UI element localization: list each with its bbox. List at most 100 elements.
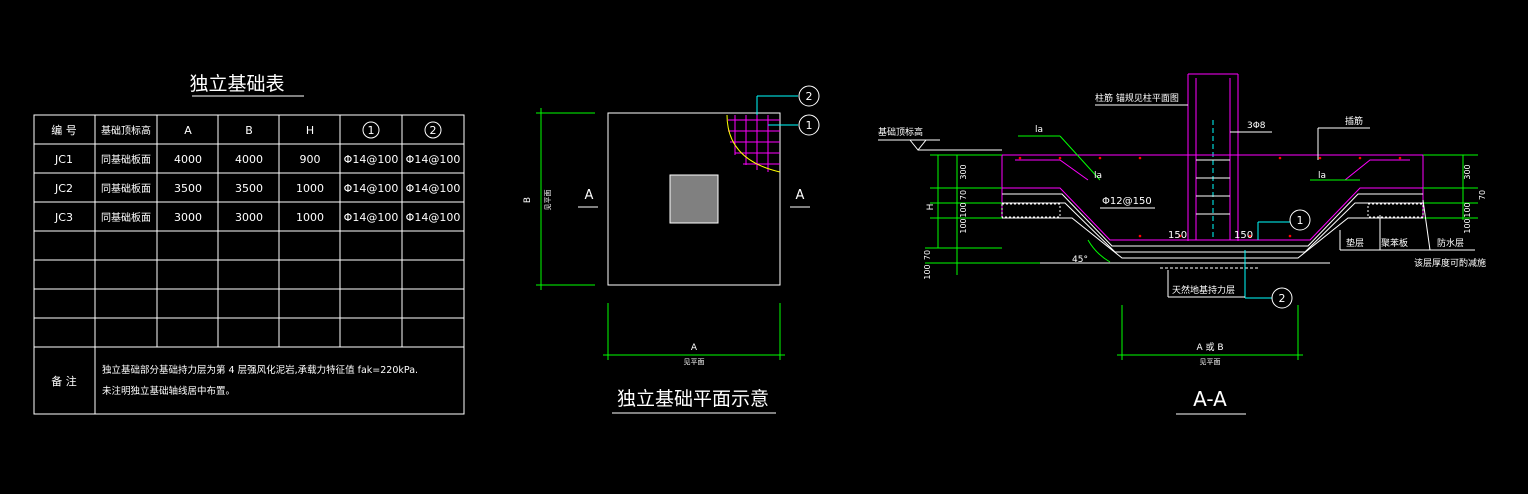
table-cell: 4000 xyxy=(174,153,202,166)
section-callout-1-circle xyxy=(1289,209,1311,231)
table-cell: JC2 xyxy=(54,182,73,195)
plan-dim-left xyxy=(536,108,595,290)
dim-150-a: 150 xyxy=(1168,230,1187,241)
table-title: 独立基础表 xyxy=(189,73,284,95)
section-view: 300 70 100 100 100 70 H 基础顶标高 300 70 100… xyxy=(878,73,1487,415)
plan-dim-bottom-label: A xyxy=(691,343,698,353)
table-cell: Φ14@100 xyxy=(344,211,399,224)
left-dim: 100 xyxy=(923,264,932,279)
section-slab xyxy=(1001,154,1424,241)
bearing-label: 天然地基持力层 xyxy=(1172,284,1235,296)
remark-label: 备 注 xyxy=(51,374,77,388)
plan-title: 独立基础平面示意 xyxy=(617,388,769,410)
section-left-dim-text: 300 70 100 100 100 70 xyxy=(923,164,968,279)
header-cell: 编 号 xyxy=(51,123,77,137)
section-mark-right: A xyxy=(796,188,805,203)
plan-dim-left-sub: 见平面 xyxy=(544,190,552,211)
left-dim: 70 xyxy=(959,190,968,200)
section-right-dim-text: 300 70 100 100 xyxy=(1463,164,1487,233)
table-cell: 同基础板面 xyxy=(101,153,151,166)
section-callout-2-circle xyxy=(1271,287,1293,309)
section-dims-right xyxy=(1423,154,1478,220)
table-cell: 900 xyxy=(300,153,321,166)
angle-arc xyxy=(1087,239,1111,263)
rebar-note: Φ12@150 xyxy=(1102,196,1152,207)
plan-callout-2: 2 xyxy=(806,90,813,103)
foundation-table: 独立基础表 xyxy=(33,73,465,415)
la-leaders xyxy=(1018,135,1360,181)
h-label: H xyxy=(926,204,936,211)
table-border xyxy=(33,114,465,415)
polyboard-label: 聚苯板 xyxy=(1381,237,1408,249)
table-cell: 3500 xyxy=(174,182,202,195)
la-label-1: la xyxy=(1035,125,1043,135)
column-square xyxy=(669,174,719,224)
header-circle-1 xyxy=(362,121,380,139)
section-dim-bottom-label: A 或 B xyxy=(1196,341,1223,353)
section-layers xyxy=(1002,193,1423,264)
waterproof-label: 防水层 xyxy=(1437,237,1464,249)
cushion-hatch-right xyxy=(1367,203,1424,218)
table-cell: Φ14@100 xyxy=(344,153,399,166)
section-rebar-dots xyxy=(1018,156,1402,238)
header-cell: A xyxy=(184,124,192,137)
la-label-2: la xyxy=(1094,171,1102,181)
plan-callout-2-circle xyxy=(798,85,820,107)
cushion-label: 垫层 xyxy=(1346,237,1364,249)
table-cell: JC1 xyxy=(54,153,73,166)
footing-outline xyxy=(607,112,781,286)
remark-line-1: 独立基础部分基础持力层为第 4 层强风化泥岩,承载力特征值 fak=220kPa… xyxy=(102,364,418,376)
table-cell: 3000 xyxy=(235,211,263,224)
right-dim: 100 xyxy=(1463,218,1472,233)
right-dim: 100 xyxy=(1463,202,1472,217)
right-dim: 70 xyxy=(1478,190,1487,200)
table-cell: JC3 xyxy=(54,211,73,224)
table-cell: Φ14@100 xyxy=(406,211,461,224)
header-cell: 2 xyxy=(430,124,437,137)
dim-150-b: 150 xyxy=(1234,230,1253,241)
plan-rebar-grid xyxy=(728,115,780,172)
la-label-3: la xyxy=(1318,171,1326,181)
header-cell: 基础顶标高 xyxy=(101,124,151,137)
header-cell: B xyxy=(245,124,253,137)
elevation-triangle xyxy=(908,139,928,151)
left-dim: 300 xyxy=(959,164,968,179)
right-dim: 300 xyxy=(1463,164,1472,179)
table-cell: 3000 xyxy=(174,211,202,224)
table-cell: 同基础板面 xyxy=(101,211,151,224)
table-cell: 4000 xyxy=(235,153,263,166)
column-note: 柱筋 锚规见柱平面图 xyxy=(1095,92,1179,104)
table-cell: 1000 xyxy=(296,211,324,224)
protect-label: 该层厚度可酌减施 xyxy=(1414,257,1486,269)
header-cell: 1 xyxy=(368,124,375,137)
anchor-note: 插筋 xyxy=(1345,115,1363,127)
table-cell: 1000 xyxy=(296,182,324,195)
remark-line-2: 未注明独立基础轴线居中布置。 xyxy=(102,385,235,397)
section-dim-bottom xyxy=(1117,305,1303,360)
left-dim: 100 xyxy=(959,218,968,233)
table-cell: Φ14@100 xyxy=(406,153,461,166)
plan-callout-1: 1 xyxy=(806,119,813,132)
plan-dim-left-label: B xyxy=(523,197,533,203)
plan-rebar-arc xyxy=(726,114,781,173)
header-circle-2 xyxy=(424,121,442,139)
plan-dim-bottom-sub: 见平面 xyxy=(684,358,705,366)
section-mark-left: A xyxy=(585,188,594,203)
table-text: 编 号 基础顶标高 A B H 1 2 JC1 同基础板面 4000 4000 … xyxy=(51,123,460,397)
table-cell: Φ14@100 xyxy=(344,182,399,195)
table-cell: 同基础板面 xyxy=(101,182,151,195)
stirrup-note: 3Φ8 xyxy=(1247,121,1266,131)
plan-view: A A A 见平面 B 见平面 2 1 独立基础平面示意 xyxy=(523,85,820,414)
table-cell: Φ14@100 xyxy=(406,182,461,195)
section-dim-bottom-sub: 见平面 xyxy=(1200,358,1221,366)
section-column xyxy=(1187,73,1239,241)
table-cell: 3500 xyxy=(235,182,263,195)
section-dims-left xyxy=(925,154,1040,275)
plan-callout-1-circle xyxy=(798,114,820,136)
plan-dim-bottom xyxy=(603,303,785,360)
section-title: A-A xyxy=(1193,387,1227,411)
angle-label: 45° xyxy=(1072,255,1088,265)
section-callout-leaders xyxy=(1244,221,1290,299)
top-elevation-label: 基础顶标高 xyxy=(878,126,923,138)
